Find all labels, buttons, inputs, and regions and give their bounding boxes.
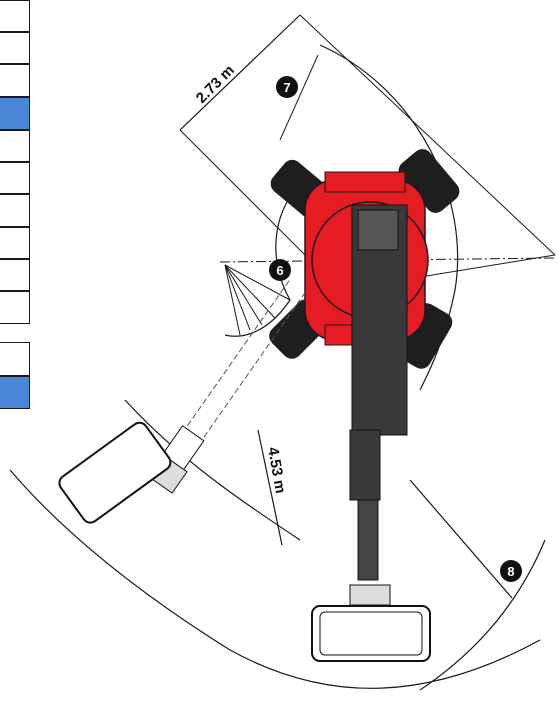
outer-swing-arc-right [419,539,546,691]
table-cell [0,194,30,227]
dimension-label-2-73: 2.73 m [193,62,238,107]
zone-8-leader [409,479,513,599]
callout-8 [500,560,522,582]
callout-6 [269,259,291,281]
basket-rotated [58,421,172,524]
table-cell [0,259,30,291]
main-boom [349,204,408,606]
dimension-label-4-53: 4.53 m [264,446,289,495]
table-cell [0,162,30,194]
outer-swing-arc [9,469,541,689]
table-cell [0,97,30,130]
callout-6-label: 6 [276,263,283,278]
table-cell [0,32,30,64]
dimension-4-53 [257,429,283,546]
table-cell [0,291,30,324]
zone-6-fan [224,264,291,336]
table-cell [0,342,30,376]
tail-swing-arc-top [319,44,459,391]
callout-8-label: 8 [507,564,514,579]
table-cell [0,376,30,409]
zone-7-leader [279,54,319,141]
callout-7 [276,76,298,98]
basket-straight [311,605,431,662]
table-cell [0,64,30,97]
table-cell [0,0,30,32]
callout-7-label: 7 [283,80,290,95]
table-cell [0,130,30,162]
table-cell [0,227,30,259]
